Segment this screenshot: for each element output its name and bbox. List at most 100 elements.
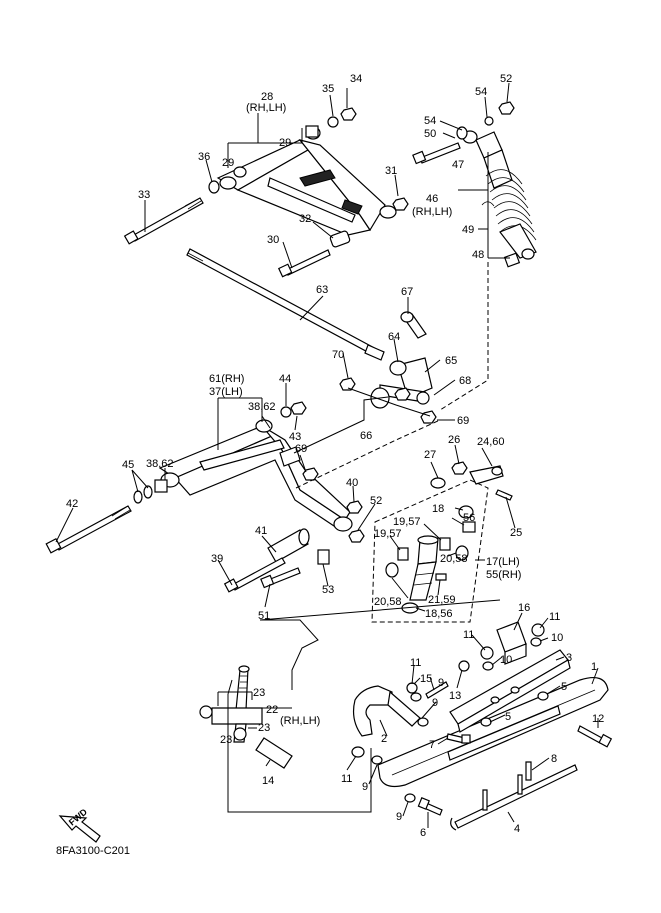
callout-label: 42: [66, 498, 78, 510]
callout-label: 4: [514, 823, 520, 835]
callout-label: 35: [322, 83, 334, 95]
washer-45a: [133, 490, 143, 504]
nut-11c: [406, 682, 418, 694]
collar-53: [317, 549, 330, 565]
bolt-6: [417, 797, 443, 816]
upper-a-arm: [216, 126, 397, 236]
washer-35: [327, 116, 339, 128]
callout-label: 18,56: [425, 608, 453, 620]
callout-label: 52: [370, 495, 382, 507]
bolt-42: [45, 505, 132, 554]
bushing-18: [458, 505, 474, 519]
callout-label: 28: [261, 91, 273, 103]
bolt-5a: [537, 691, 549, 701]
bolt-67: [400, 311, 427, 339]
callout-label: 29: [279, 137, 291, 149]
callout-label: 47: [452, 159, 464, 171]
callout-label: 68: [459, 375, 471, 387]
washer-36: [208, 180, 220, 194]
leader-lines: [55, 82, 599, 828]
callout-label: 8: [551, 753, 557, 765]
nut-69b: [302, 467, 319, 481]
callout-label: 20,58: [374, 596, 402, 608]
wear-bar-4: [450, 764, 578, 831]
collar-13: [458, 660, 470, 672]
bolt-51: [260, 567, 301, 589]
callout-label: 65: [445, 355, 457, 367]
collar-14: [255, 737, 293, 769]
callout-label: (RH,LH): [246, 102, 286, 114]
nut-40: [346, 500, 363, 514]
callout-label: 11: [410, 657, 421, 669]
shaft-63: [186, 248, 385, 361]
washer-54: [484, 116, 494, 126]
callout-label: 34: [350, 73, 362, 85]
callout-label: 54: [475, 86, 487, 98]
collar-20-58b: [385, 562, 399, 578]
callout-label: 38,62: [146, 458, 174, 470]
callout-label: 69: [295, 443, 307, 455]
callout-label: 40: [346, 477, 358, 489]
callout-label: 33: [138, 189, 150, 201]
ski-1: [377, 677, 609, 788]
callout-label: 23: [253, 687, 265, 699]
callout-labels: 1 2 3 4 5 5 6 7 8 9 9 9 9 10 10 11 11 11…: [66, 73, 604, 839]
callout-label: 61(RH): [209, 373, 244, 385]
diagram-code: 8FA3100-C201: [56, 845, 130, 857]
callout-label: 9: [432, 697, 438, 709]
callout-label: 69: [457, 415, 469, 427]
callout-label: 26: [448, 434, 460, 446]
callout-label: 64: [388, 331, 400, 343]
callout-label: 31: [385, 165, 397, 177]
callout-label: 16: [518, 602, 530, 614]
callout-label: 17(LH): [486, 556, 520, 568]
bolt-30: [277, 249, 331, 278]
nut-11b: [480, 646, 494, 660]
callout-label: 9: [362, 781, 368, 793]
callout-label: 50: [424, 128, 436, 140]
callout-label: 15: [420, 673, 432, 685]
callout-label: 14: [262, 775, 274, 787]
plate-3: [449, 649, 571, 733]
fwd-arrow-icon: FWD: [58, 806, 101, 843]
callout-label: 44: [279, 373, 291, 385]
callout-label: 41: [255, 525, 267, 537]
callout-label: 67: [401, 286, 413, 298]
nut-52: [498, 101, 515, 115]
callout-label: 46: [426, 193, 438, 205]
callout-label: 24,60: [477, 436, 505, 448]
callout-label: 39: [211, 553, 223, 565]
callout-label: 30: [267, 234, 279, 246]
callout-label: 23: [220, 734, 232, 746]
bolt-33: [123, 197, 204, 245]
spindle: [409, 535, 439, 601]
washer-9d: [404, 793, 416, 803]
washer-10b: [482, 661, 494, 671]
callout-label: 54: [424, 115, 436, 127]
callout-label: 53: [322, 584, 334, 596]
callout-label: 66: [360, 430, 372, 442]
spindle-22: [199, 665, 263, 743]
stopper-16: [496, 621, 527, 665]
callout-label: (RH,LH): [412, 206, 452, 218]
callout-label: 49: [462, 224, 474, 236]
callout-label: 6: [420, 827, 426, 839]
nut-52b: [348, 529, 365, 543]
callout-label: 2: [381, 733, 387, 745]
callout-label: 37(LH): [209, 386, 243, 398]
bolt-50: [412, 142, 461, 165]
nut-11d: [351, 746, 365, 758]
collar-41: [267, 528, 310, 563]
nut-69: [420, 410, 437, 424]
bolt-25: [495, 489, 513, 501]
callout-label: 12: [592, 713, 604, 725]
bolt-12: [577, 725, 613, 748]
nut-31: [392, 197, 409, 211]
clip-21-59: [435, 573, 447, 581]
callout-label: 10: [551, 632, 563, 644]
callout-label: 11: [463, 629, 474, 641]
collar-19-57a: [439, 537, 451, 551]
callout-label: 70: [332, 349, 344, 361]
callout-label: 22: [266, 704, 278, 716]
washer-10a: [530, 637, 542, 647]
